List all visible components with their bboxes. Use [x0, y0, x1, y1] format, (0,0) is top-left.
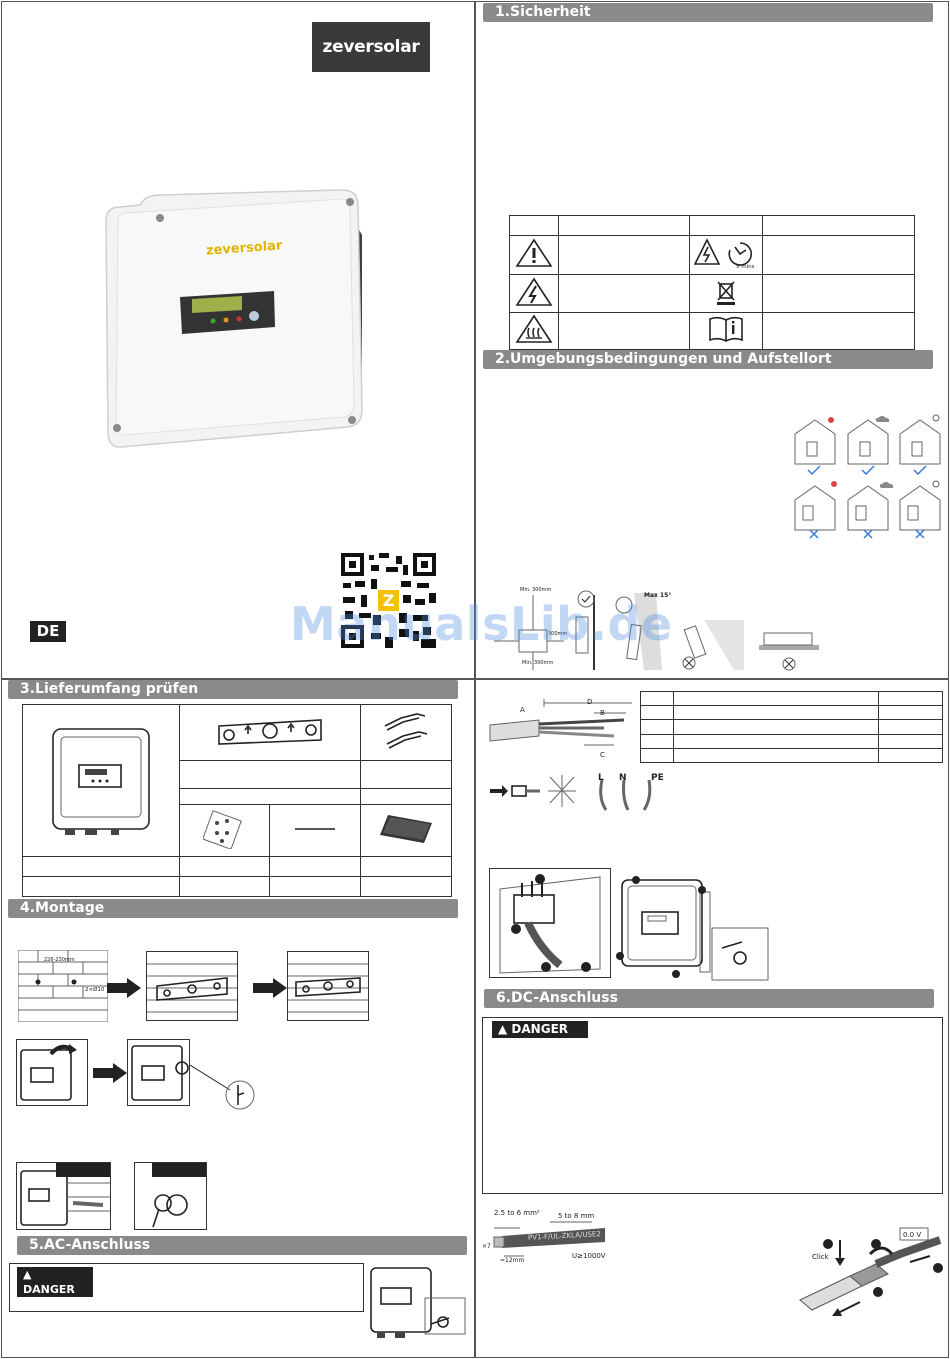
wire-label-n: N	[619, 773, 627, 783]
arrow-right-icon	[93, 1063, 127, 1083]
dc-connector-assembly-image	[799, 1227, 943, 1316]
electric-hazard-icon	[509, 274, 559, 313]
section-heading-environment: 2.Umgebungsbedingungen und Aufstellort	[483, 350, 933, 369]
dc-outer-diameter-label: 5 to 8 mm	[558, 1212, 595, 1220]
min-top-label: Min. 300mm	[520, 587, 552, 593]
danger-triangle-icon: ▲	[498, 1022, 508, 1036]
dc-strands-label: ×7	[482, 1243, 491, 1250]
mounting-step-secure-screw	[16, 1162, 111, 1230]
dim-label-b: B	[600, 709, 605, 717]
screw-kit-image	[178, 804, 271, 857]
detail-zoom-callout	[190, 1064, 255, 1110]
section-heading-dc: 6.DC-Anschluss	[484, 989, 934, 1008]
delivery-mounting-panel	[1, 679, 475, 1358]
drill-spacing-label: 226-230mm	[44, 957, 75, 963]
svg-text:Z: Z	[383, 591, 395, 610]
dc-voltage-label: U≥1000V	[572, 1252, 606, 1260]
dc-danger-box	[482, 1017, 943, 1194]
drill-size-label: 2×Ø10	[85, 987, 105, 993]
danger-text: DANGER	[511, 1022, 568, 1036]
dim-label-d: D	[587, 698, 593, 706]
mounting-step-bracket	[146, 951, 238, 1021]
danger-triangle-icon: ▲	[23, 1268, 32, 1281]
dc-connector-image	[360, 704, 452, 761]
read-manual-icon	[689, 312, 763, 350]
weee-disposal-icon	[689, 274, 763, 313]
dc-danger-label: ▲ DANGER	[492, 1021, 588, 1038]
ac-danger-label: ▲ DANGER	[17, 1267, 93, 1297]
arrow-right-icon	[107, 978, 141, 998]
safety-symbols-table: 5 mins	[509, 215, 915, 350]
discharge-time-icon: 5 mins	[689, 235, 763, 275]
arrow-right-icon	[253, 978, 287, 998]
section-heading-delivery: 3.Lieferumfang prüfen	[8, 680, 458, 699]
warning-triangle-icon	[509, 235, 559, 275]
qr-code: Z	[341, 553, 436, 648]
section-heading-mounting: 4.Montage	[8, 899, 458, 918]
dc-cross-section-label: 2.5 to 6 mm²	[494, 1209, 540, 1217]
ac-wires-diagram	[599, 779, 652, 811]
safety-panel	[475, 1, 949, 679]
manual-image	[360, 804, 452, 857]
step-label-bar	[56, 1163, 110, 1177]
min-side-label: 300mm	[548, 631, 568, 637]
mounting-step-bracket-fixed	[287, 951, 369, 1021]
connection-panel	[475, 679, 949, 1358]
ac-inverter-cover-image	[616, 876, 769, 981]
dim-label-c: C	[600, 751, 605, 759]
mounting-step-drill	[18, 950, 108, 1022]
section-heading-safety: 1.Sicherheit	[483, 3, 933, 22]
inverter-product-image	[105, 189, 363, 448]
min-bottom-label: Min. 300mm	[522, 660, 554, 666]
section-heading-ac: 5.AC-Anschluss	[17, 1236, 467, 1255]
wire-label-pe: PE	[651, 773, 664, 783]
inverter-item-image	[22, 704, 180, 857]
mounting-step-hang-inverter	[16, 1039, 88, 1106]
ac-cable-strip-diagram	[489, 699, 632, 746]
max-tilt-label: Max 15°	[644, 592, 672, 599]
mounting-step-lock	[134, 1162, 207, 1230]
dim-label-a: A	[520, 706, 525, 714]
language-badge: DE	[30, 621, 66, 642]
ac-terminal-connection-image	[489, 868, 611, 978]
brand-logo-text: zeversolar	[322, 37, 420, 57]
danger-text: DANGER	[23, 1283, 75, 1296]
mounting-step-inverter-mounted	[127, 1039, 190, 1106]
click-label: Click	[812, 1253, 829, 1261]
mounting-bracket-image	[178, 704, 362, 761]
timer-label: 5 mins	[736, 264, 755, 270]
ac-inverter-image	[370, 1267, 466, 1338]
watermark: ManualsLib.de	[290, 597, 673, 651]
voltage-check-label: 0.0 V	[903, 1231, 922, 1239]
unlock-tool-image	[269, 804, 362, 857]
cover-panel	[1, 1, 475, 679]
dc-strip-length-label: ≈12mm	[500, 1257, 525, 1264]
hot-surface-icon	[509, 312, 559, 350]
delivery-scope-table	[22, 704, 452, 897]
wire-label-l: L	[598, 773, 604, 783]
ferrule-crimp-diagram	[490, 775, 576, 807]
dc-cable-spec-diagram	[493, 1221, 605, 1257]
step-label-bar	[152, 1163, 206, 1177]
clearance-diagram	[494, 590, 819, 671]
installation-location-icons	[794, 414, 941, 539]
ac-cable-spec-table	[640, 690, 943, 764]
brand-logo: zeversolar	[312, 22, 430, 72]
